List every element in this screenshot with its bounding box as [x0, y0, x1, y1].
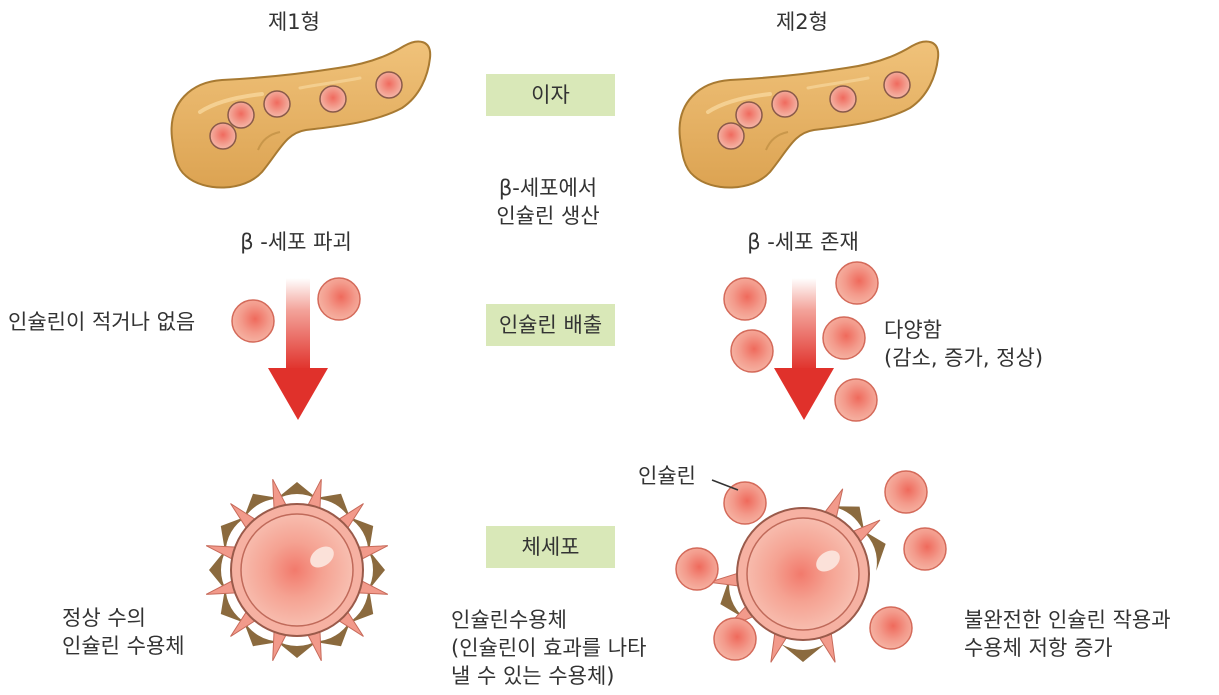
insulin-molecule — [869, 606, 913, 650]
label-insulin: 인슐린 — [638, 464, 696, 488]
insulin-molecules-type1 — [231, 277, 361, 343]
islet-cell — [829, 85, 857, 113]
label-normal-receptor: 정상 수의 인슐린 수용체 — [62, 606, 185, 658]
insulin-molecule — [231, 299, 275, 343]
insulin-molecule — [903, 527, 947, 571]
title-type1: 제1형 — [267, 10, 321, 34]
label-pancreas: 이자 — [486, 74, 615, 116]
label-insulin-secretion: 인슐린 배출 — [486, 304, 615, 346]
label-beta-production: β-세포에서 인슐린 생산 — [496, 176, 600, 228]
islet-cell — [263, 90, 291, 118]
insulin-molecule — [730, 329, 774, 373]
insulin-around-cell-type2 — [675, 470, 947, 661]
islet-cell — [717, 122, 745, 150]
label-body-cell: 체세포 — [486, 526, 615, 568]
islet-cell — [319, 85, 347, 113]
islet-cell — [227, 101, 255, 129]
islet-cell — [209, 122, 237, 150]
insulin-molecule — [675, 547, 719, 591]
insulin-molecule — [884, 470, 928, 514]
insulin-molecule — [835, 261, 879, 305]
insulin-molecules-type2 — [723, 261, 879, 422]
insulin-molecule — [713, 617, 757, 661]
pancreas-type1 — [170, 40, 432, 189]
pancreas-type2 — [678, 40, 940, 189]
arrow-type1 — [268, 278, 328, 420]
islet-cell — [771, 90, 799, 118]
body-cell-type2 — [709, 488, 886, 663]
insulin-molecule — [834, 378, 878, 422]
insulin-leader-line — [711, 479, 739, 491]
arrow-type2 — [774, 278, 834, 420]
insulin-molecule — [723, 277, 767, 321]
label-insulin-low: 인슐린이 적거나 없음 — [8, 310, 196, 334]
insulin-molecule — [822, 316, 866, 360]
insulin-molecule — [723, 481, 767, 525]
islet-cells-type1 — [209, 71, 403, 150]
label-receptor-desc: 인슐린수용체 (인슐린이 효과를 나타 낼 수 있는 수용체) — [451, 608, 647, 688]
islet-cell — [735, 101, 763, 129]
body-cell-type1 — [205, 478, 389, 662]
label-insulin-varied: 다양함 (감소, 증가, 정상) — [884, 318, 1044, 370]
label-beta-destroyed: β -세포 파괴 — [240, 230, 352, 254]
islet-cell — [375, 71, 403, 99]
label-beta-present: β -세포 존재 — [747, 230, 859, 254]
islet-cell — [883, 71, 911, 99]
title-type2: 제2형 — [775, 10, 829, 34]
islet-cells-type2 — [717, 71, 911, 150]
insulin-molecule — [317, 277, 361, 321]
label-receptor-resistance: 불완전한 인슐린 작용과 수용체 저항 증가 — [964, 608, 1171, 660]
